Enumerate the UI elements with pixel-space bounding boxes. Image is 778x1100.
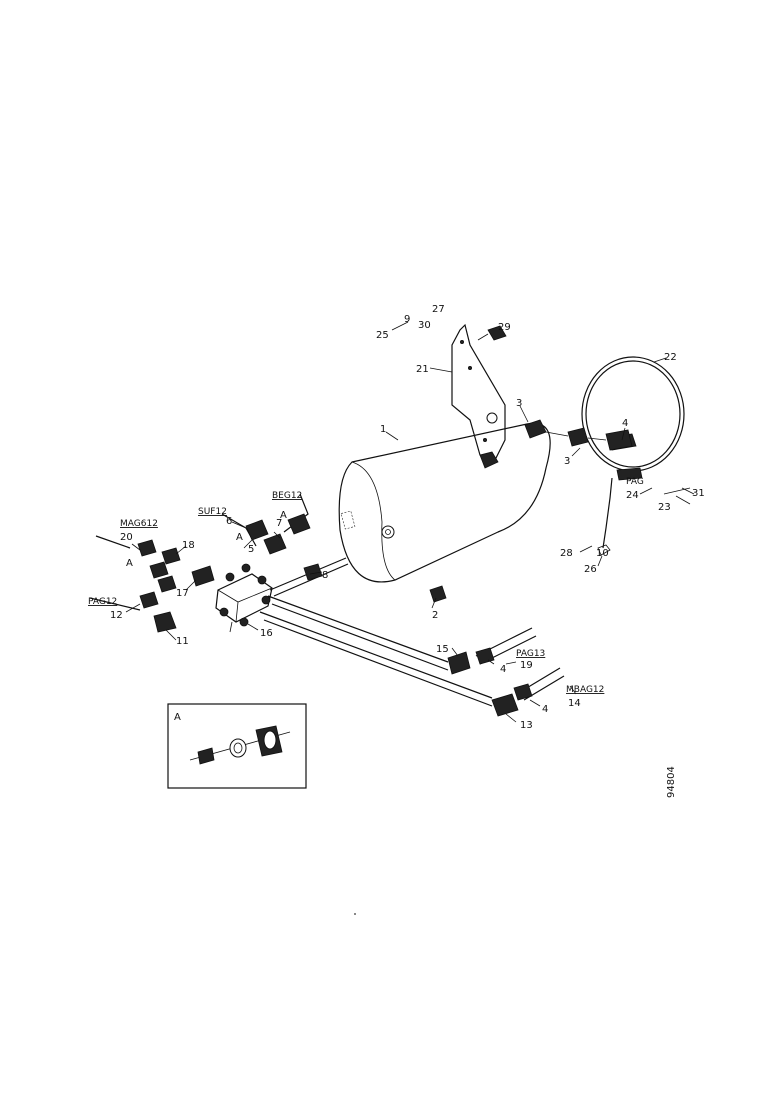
callout-a1: A [126, 558, 133, 569]
pipe-designation-labels: MAG612 PAG12 SUF12 BEG12 PAG13 MBAG12 PA… [88, 477, 644, 695]
callout-21: 21 [416, 364, 429, 375]
callout-3b: 3 [564, 456, 570, 467]
callout-a2: A [236, 532, 243, 543]
callout-25: 25 [376, 330, 389, 341]
callout-16: 16 [260, 628, 273, 639]
detail-a-view [167, 703, 307, 789]
callout-28: 28 [560, 548, 573, 559]
drawing-code: 94804 [666, 766, 677, 798]
pipe-label-pag13: PAG13 [516, 649, 545, 659]
pipe-label-pag12: PAG12 [88, 597, 117, 607]
left-fittings [137, 513, 533, 717]
pipe-label-mag612: MAG612 [120, 519, 158, 529]
clamp-strap [581, 356, 685, 481]
callout-22: 22 [664, 352, 677, 363]
callout-10: 10 [596, 548, 609, 559]
callout-20: 20 [120, 532, 133, 543]
drain-line [597, 477, 691, 556]
pipe-label-mbag12: MBAG12 [566, 685, 604, 695]
callout-4c: 4 [542, 704, 548, 715]
callout-4a: 4 [622, 418, 628, 429]
callout-3a: 3 [516, 398, 522, 409]
callout-1: 1 [380, 424, 386, 435]
callout-12: 12 [110, 610, 123, 621]
callout-24: 24 [626, 490, 639, 501]
callout-26: 26 [584, 564, 597, 575]
callout-6: 6 [226, 516, 232, 527]
protection-valve [215, 563, 273, 633]
callout-17: 17 [176, 588, 189, 599]
callout-5: 5 [248, 544, 254, 555]
callout-15: 15 [436, 644, 449, 655]
air-pipes [89, 493, 565, 707]
callout-18: 18 [182, 540, 195, 551]
callout-8: 8 [322, 570, 328, 581]
callout-30: 30 [418, 320, 431, 331]
callout-7: 7 [276, 518, 282, 529]
callout-23: 23 [658, 502, 671, 513]
leader-lines [125, 321, 695, 723]
callout-19: 19 [520, 660, 533, 671]
pipe-label-suf12: SUF12 [198, 507, 227, 517]
pipe-label-pag: PAG [626, 477, 644, 487]
callout-11: 11 [176, 636, 189, 647]
callout-9: 9 [404, 314, 410, 325]
callout-14: 14 [568, 698, 581, 709]
callout-29: 29 [498, 322, 511, 333]
callout-27: 27 [432, 304, 445, 315]
callout-31: 31 [692, 488, 705, 499]
callout-4b: 4 [500, 664, 506, 675]
upper-fitting [477, 325, 507, 341]
stray-dot [354, 913, 356, 915]
pipe-label-beg12: BEG12 [272, 491, 302, 501]
air-reservoir-tank [338, 422, 551, 583]
mounting-bracket [451, 323, 506, 469]
callout-a3: A [280, 510, 287, 521]
drain-valve-assembly [524, 419, 633, 451]
callout-2: 2 [432, 610, 438, 621]
detail-a-label: A [174, 712, 181, 723]
callout-labels: 1 2 3 3 4 4 4 5 6 7 8 9 10 11 12 13 14 1… [110, 304, 705, 731]
callout-13: 13 [520, 720, 533, 731]
